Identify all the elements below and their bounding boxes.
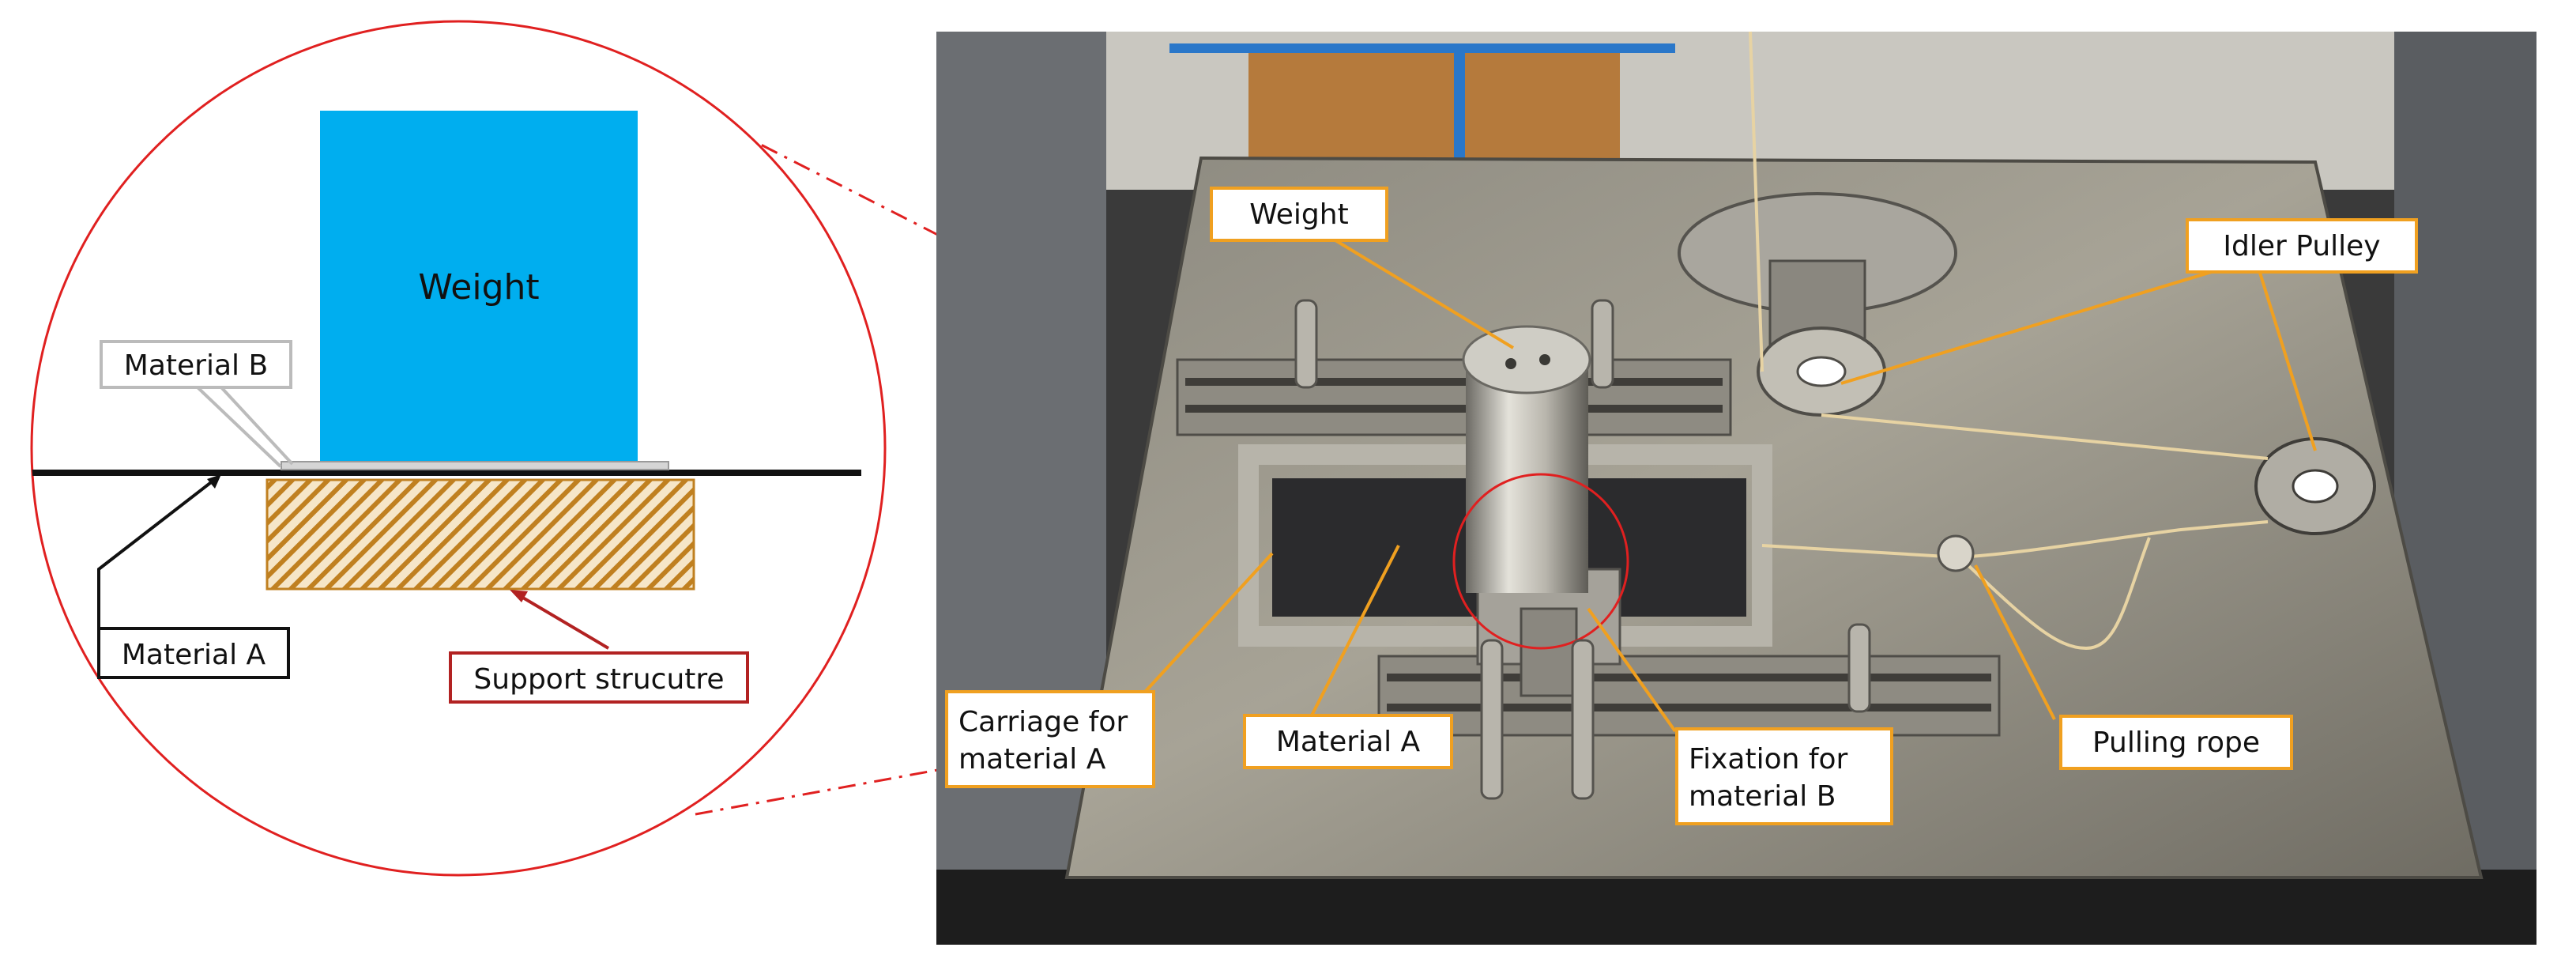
upper-rail bbox=[1176, 358, 1732, 436]
material-a-label: Material A bbox=[122, 639, 266, 671]
material-b-leader bbox=[220, 386, 294, 466]
support-arrowhead bbox=[510, 590, 528, 602]
callout-fixation-leader bbox=[1587, 607, 1677, 733]
callout-weight-leader bbox=[1326, 234, 1515, 349]
shelf-leg bbox=[1454, 43, 1465, 194]
material-a-arrowhead bbox=[207, 474, 221, 489]
idler-pulley-2-hub bbox=[2292, 469, 2339, 504]
toggle-clamps bbox=[1294, 299, 1871, 800]
callout-rope-leader bbox=[1974, 564, 2056, 720]
toggle-clamp-4 bbox=[1571, 639, 1595, 800]
callout-idler-leader-2 bbox=[2258, 272, 2317, 451]
material-b-sheet bbox=[281, 461, 669, 470]
callout-weight-label: Weight bbox=[1249, 198, 1348, 231]
weight-cylinder-hole-1 bbox=[1505, 358, 1516, 369]
lower-rail-slot-2 bbox=[1387, 704, 1991, 711]
fixation-clamp bbox=[1520, 607, 1578, 697]
upper-rail-slot-1 bbox=[1185, 378, 1723, 386]
callout-carriage-label-2: material A bbox=[958, 743, 1106, 776]
callout-material-a-leader bbox=[1310, 545, 1400, 716]
callout-rope-label: Pulling rope bbox=[2092, 727, 2260, 759]
callout-carriage-leader bbox=[1136, 552, 1274, 701]
zoom-projection-line-top bbox=[631, 77, 1471, 508]
callout-fixation-label-2: material B bbox=[1689, 780, 1836, 813]
callout-fixation-label-1: Fixation for bbox=[1689, 743, 1848, 776]
callout-material-a-label: Material A bbox=[1276, 726, 1421, 758]
callout-weight-box bbox=[1210, 187, 1388, 242]
photo-callouts: Weight Idler Pulley Carriage for materia… bbox=[945, 187, 2418, 825]
pulling-rope-line bbox=[1749, 31, 2269, 651]
support-structure bbox=[266, 478, 695, 591]
material-b-leader-2 bbox=[196, 386, 282, 468]
toggle-clamp-1 bbox=[1294, 299, 1318, 389]
photo-view: Weight Idler Pulley Carriage for materia… bbox=[936, 31, 2536, 945]
weight-cylinder-top bbox=[1462, 325, 1591, 394]
callout-fixation-box bbox=[1675, 727, 1893, 825]
toggle-clamp-2 bbox=[1591, 299, 1614, 389]
weight-cylinder-hole-2 bbox=[1539, 354, 1550, 365]
callout-idler-leader-1 bbox=[1840, 267, 2223, 385]
rope-ring bbox=[1937, 534, 1975, 572]
detail-view: Weight Material B Material A Support str… bbox=[30, 20, 1561, 877]
material-b-callout bbox=[100, 340, 292, 389]
photo-zoom-circle bbox=[1452, 473, 1629, 650]
callout-rope-box bbox=[2059, 715, 2293, 770]
callout-carriage-label-1: Carriage for bbox=[958, 706, 1128, 738]
weight-block-label: Weight bbox=[418, 267, 539, 308]
lower-rail-slot-1 bbox=[1387, 674, 1991, 681]
support-label: Support strucutre bbox=[473, 663, 724, 696]
material-a-callout bbox=[97, 627, 290, 679]
shelf-frame bbox=[1169, 43, 1675, 53]
idler-pulley-1-hub bbox=[1796, 356, 1847, 387]
callout-idler-box bbox=[2186, 218, 2418, 274]
upper-rail-slot-2 bbox=[1185, 405, 1723, 413]
material-b-label: Material B bbox=[124, 349, 268, 382]
weight-block bbox=[320, 111, 638, 462]
support-leader bbox=[516, 593, 610, 650]
toggle-clamp-5 bbox=[1847, 623, 1871, 713]
lower-rail bbox=[1377, 655, 2001, 737]
material-a-leader bbox=[97, 476, 219, 628]
machine-column-left bbox=[936, 32, 1106, 945]
toggle-clamp-3 bbox=[1480, 639, 1504, 800]
callout-material-a-box bbox=[1243, 714, 1453, 769]
callout-carriage-box bbox=[945, 690, 1155, 788]
rubber-mat bbox=[936, 870, 2536, 945]
shelf-box bbox=[1248, 47, 1620, 174]
support-callout bbox=[449, 651, 749, 704]
callout-idler-label: Idler Pulley bbox=[2223, 230, 2380, 262]
